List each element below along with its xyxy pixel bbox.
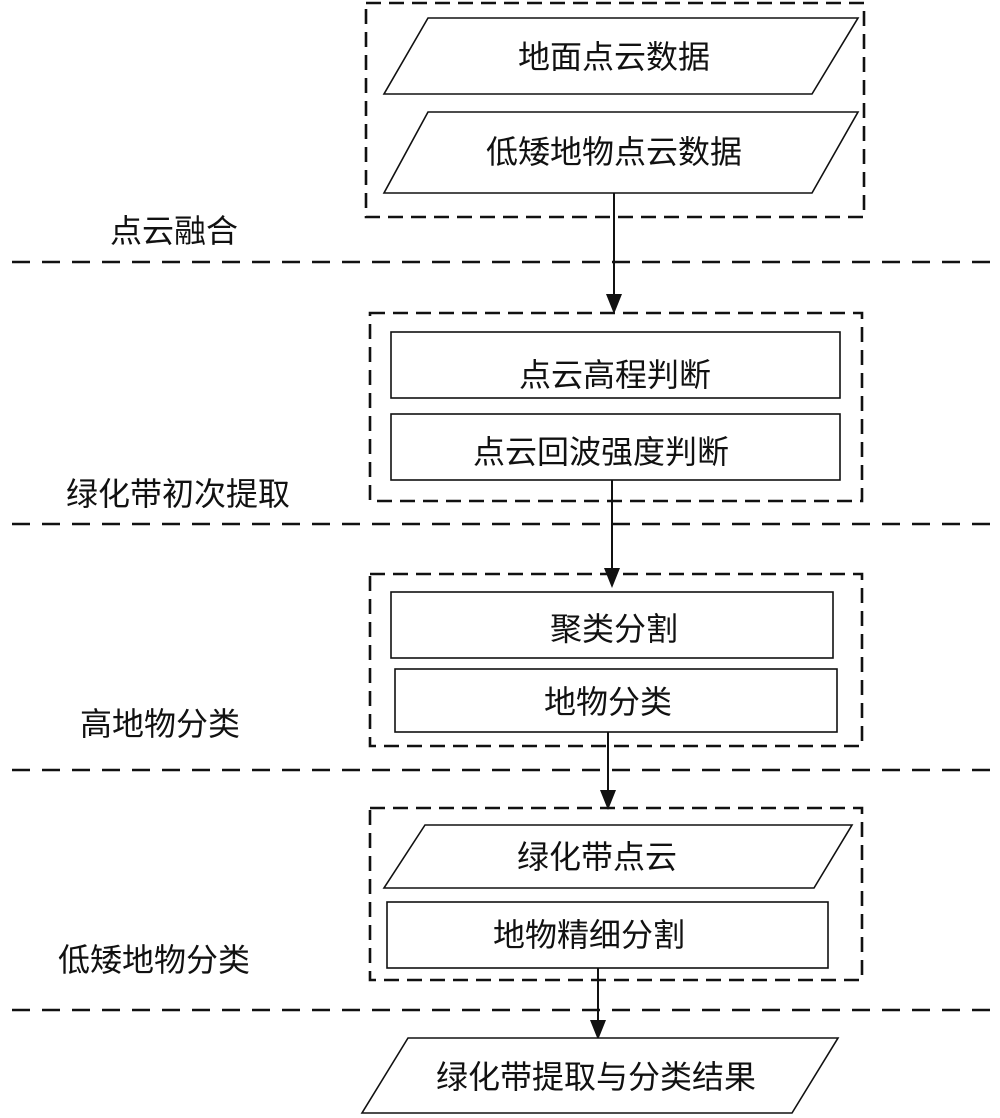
cluster-segmentation-label: 聚类分割 — [550, 610, 678, 648]
flow-arrow-3 — [600, 732, 616, 810]
extraction-result-label: 绿化带提取与分类结果 — [436, 1058, 756, 1096]
stage-1-label: 点云融合 — [110, 212, 238, 250]
flow-arrow-1 — [606, 193, 622, 314]
stage-1-group-box — [364, 1, 866, 219]
stage-initial-extraction: 点云高程判断 点云回波强度判断 绿化带初次提取 — [66, 311, 864, 513]
green-belt-point-cloud-node — [382, 824, 854, 889]
intensity-judgment-node — [390, 413, 841, 481]
cluster-segmentation-node — [390, 591, 834, 659]
flow-arrow-4 — [590, 968, 606, 1040]
low-object-point-cloud-label: 低矮地物点云数据 — [486, 133, 742, 171]
stage-3-group-box — [368, 572, 864, 748]
stage-point-cloud-fusion: 地面点云数据 低矮地物点云数据 点云融合 — [110, 1, 866, 250]
fine-segmentation-label: 地物精细分割 — [493, 916, 685, 954]
stage-high-object-classification: 聚类分割 地物分类 高地物分类 — [80, 572, 864, 748]
fine-segmentation-node — [386, 901, 829, 969]
stage-4-group-box — [368, 806, 864, 982]
stage-2-group-box — [368, 311, 864, 503]
stage-low-object-classification: 绿化带点云 地物精细分割 低矮地物分类 — [58, 806, 864, 982]
stage-4-label: 低矮地物分类 — [58, 941, 250, 979]
elevation-judgment-node — [390, 331, 841, 399]
elevation-judgment-label: 点云高程判断 — [519, 356, 711, 394]
flow-arrow-2 — [604, 480, 620, 588]
object-classification-node — [394, 668, 838, 733]
stage-3-label: 高地物分类 — [80, 705, 240, 743]
extraction-result-node — [360, 1037, 840, 1114]
ground-point-cloud-node — [382, 17, 860, 95]
low-object-point-cloud-node — [382, 111, 860, 194]
object-classification-label: 地物分类 — [544, 683, 672, 721]
green-belt-point-cloud-label: 绿化带点云 — [517, 838, 677, 876]
result-node-group: 绿化带提取与分类结果 — [360, 1037, 840, 1114]
intensity-judgment-label: 点云回波强度判断 — [473, 433, 729, 471]
ground-point-cloud-label: 地面点云数据 — [518, 38, 710, 76]
stage-2-label: 绿化带初次提取 — [66, 475, 290, 513]
